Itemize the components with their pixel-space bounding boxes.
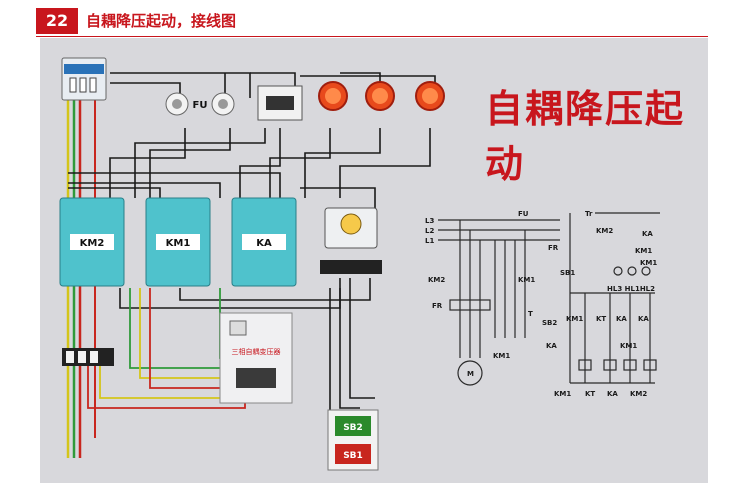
schematic-sb1-label: SB1 [560,269,575,277]
schematic-ka-top-label: KA [642,230,653,238]
schematic-km2-top-label: KM2 [596,227,613,235]
sb2-button-label: SB2 [343,423,363,433]
schematic-diagram [438,212,660,386]
phase-l1-label: L1 [425,237,434,245]
control-wires [68,72,436,419]
autotransformer-box: 三相自耦变压器 [219,312,293,404]
header: 22 自耦降压起动，接线图 [36,6,708,37]
circuit-breaker [61,57,107,101]
lamp-labels: HL3 HL1HL2 [607,285,655,293]
schematic-km2-left-label: KM2 [428,276,445,284]
contactor-km1: KM1 [145,197,211,287]
indicator-lamps [318,81,445,111]
header-divider [36,36,708,37]
phase-l2-label: L2 [425,227,434,235]
coil-kt-label: KT [585,390,595,398]
phase-l3-label: L3 [425,217,434,225]
coil-km1-label: KM1 [554,390,571,398]
km2-contactor-label: KM2 [80,238,105,249]
thermal-relay [62,348,114,366]
motor-label: M [467,370,474,378]
sb1-button-label: SB1 [343,451,363,461]
diagram-big-title: 自耦降压起动 [485,87,686,186]
schematic-sb2-label: SB2 [542,319,557,327]
schematic-tr-label: Tr [585,210,593,218]
schematic-km1-coil-label: KM1 [566,315,583,323]
schematic-km1-right2-label: KM1 [640,259,657,267]
fuse-holders: FU [165,92,235,116]
schematic-ka-label: KA [616,315,627,323]
time-relay [320,207,382,274]
km1-contactor-label: KM1 [166,238,191,249]
schematic-t-label: T [528,310,533,318]
schematic-ka-left-label: KA [546,342,557,350]
section-number-badge: 22 [36,8,78,34]
control-transformer [257,85,303,121]
schematic-fr-left-label: FR [432,302,443,310]
schematic-fr-ctrl-label: FR [548,244,559,252]
schematic-km1-bottom-label: KM1 [493,352,510,360]
schematic-km1-left-label: KM1 [518,276,535,284]
schematic-labels: L3 L2 L1 FU Tr KM2 KA KM1 KM1 FR SB1 KM2… [425,210,657,398]
wiring-photo: FU KM2 KM1 KA [40,38,708,483]
ka-contactor-label: KA [256,238,272,249]
schematic-km1-right-label: KM1 [635,247,652,255]
schematic-fu-label: FU [518,210,529,218]
wiring-illustration: FU KM2 KM1 KA [40,38,708,483]
schematic-kt-label: KT [596,315,606,323]
contactor-ka: KA [231,197,297,287]
coil-ka-label: KA [607,390,618,398]
page-title: 自耦降压起动，接线图 [86,12,237,30]
fu-label: FU [193,100,208,111]
schematic-ka2-label: KA [638,315,649,323]
schematic-km1-c2-label: KM1 [620,342,637,350]
coil-km2-label: KM2 [630,390,647,398]
pushbutton-box: SB2 SB1 [327,409,379,471]
contactor-km2: KM2 [59,197,125,287]
autotransformer-label: 三相自耦变压器 [232,347,281,356]
